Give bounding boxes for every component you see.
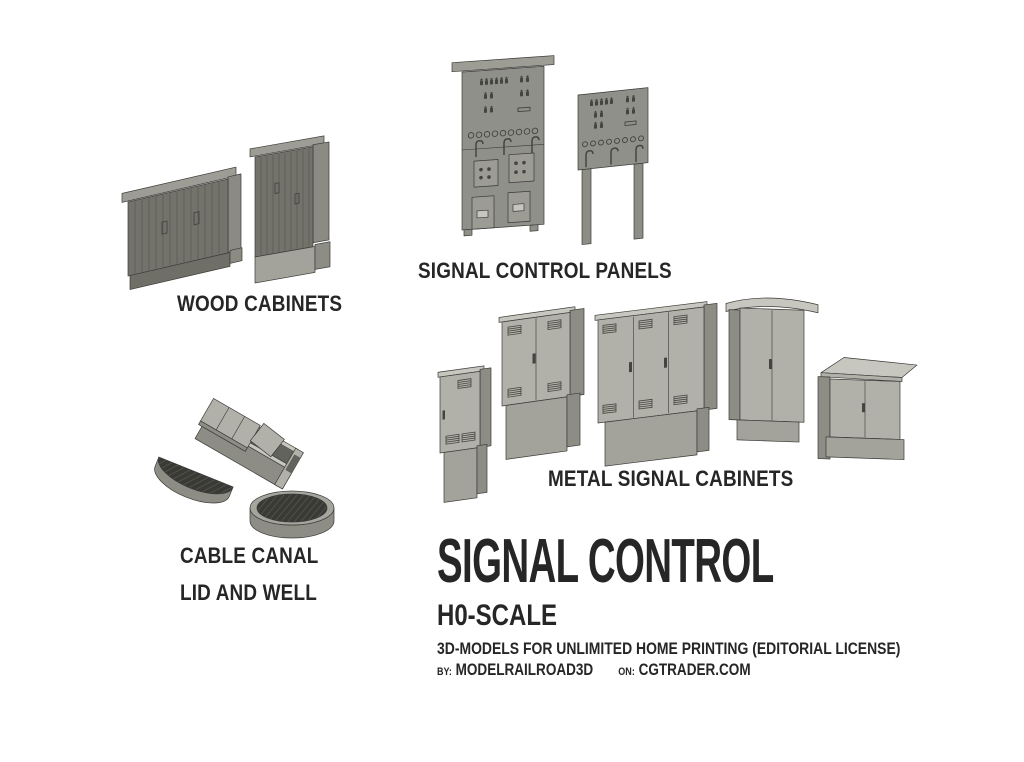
label-signal-control-panels: SIGNAL CONTROL PANELS	[418, 258, 672, 283]
label-cable-canal-line2: LID AND WELL	[180, 580, 317, 605]
signal-panel-large	[451, 55, 555, 237]
wood-cabinets-render	[121, 135, 331, 290]
metal-signal-cabinets-render	[437, 297, 918, 503]
label-metal-signal-cabinets: METAL SIGNAL CABINETS	[548, 466, 794, 491]
wood-cabinet-small	[249, 135, 331, 284]
metal-cabinet-triple-door	[594, 301, 718, 467]
signal-panel-on-legs	[577, 87, 649, 245]
cable-canal-channel	[194, 398, 304, 490]
wood-cabinet-large	[121, 166, 243, 290]
site-name: CGTRADER.COM	[638, 661, 751, 679]
metal-cabinet-single-door	[437, 365, 492, 503]
cable-canal-render	[154, 398, 335, 539]
byline: BY: MODELRAILROAD3D ON: CGTRADER.COM	[437, 662, 751, 679]
on-label: ON:	[618, 666, 635, 678]
by-label: BY:	[437, 666, 452, 678]
metal-cabinet-double-door	[498, 306, 585, 460]
scale-label: H0-SCALE	[437, 599, 558, 632]
label-wood-cabinets: WOOD CABINETS	[177, 291, 343, 316]
cable-well-round	[249, 490, 335, 539]
poster-title: SIGNAL CONTROL	[437, 527, 774, 596]
metal-cabinet-tall-arched-roof	[725, 297, 819, 443]
author-name: MODELRAILROAD3D	[455, 661, 594, 679]
metal-cabinet-sloped-roof	[817, 357, 918, 460]
cable-canal-half-lid	[154, 456, 234, 504]
signal-control-panels-render	[451, 55, 649, 245]
label-cable-canal-line1: CABLE CANAL	[180, 543, 319, 568]
license-line: 3D-MODELS FOR UNLIMITED HOME PRINTING (E…	[437, 639, 901, 658]
